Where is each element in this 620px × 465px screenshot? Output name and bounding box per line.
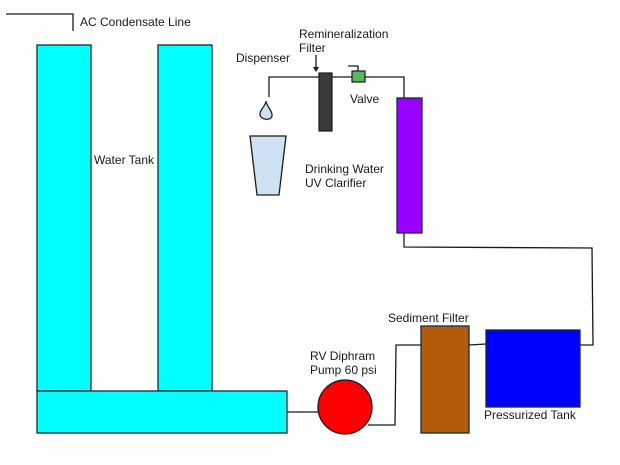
water-tank-base (36, 390, 288, 434)
pipe-uv-to-dispenser (268, 76, 405, 98)
pump-icon (317, 379, 373, 435)
uv-clarifier-label-line2: UV Clarifier (305, 176, 366, 190)
pressurized-tank-label: Pressurized Tank (484, 408, 577, 422)
water-tank-label: Water Tank (94, 153, 155, 167)
water-drop-icon (259, 100, 273, 120)
water-tank-right-column (157, 44, 213, 392)
remineralization-label-line1: Remineralization (299, 27, 388, 41)
valve-label: Valve (350, 92, 379, 106)
drinking-cup-icon (249, 135, 287, 196)
arrowhead-icon (313, 67, 319, 72)
water-tank-left-column (36, 44, 92, 392)
uv-clarifier (396, 97, 423, 234)
uv-clarifier-label-line1: Drinking Water (305, 162, 384, 176)
dispenser-label: Dispenser (236, 51, 290, 65)
remineralization-filter (318, 72, 333, 132)
pump-label-line1: RV Diphram (310, 349, 375, 363)
ac-condensate-label: AC Condensate Line (80, 15, 191, 29)
pipe-tank-to-uv (403, 233, 594, 346)
pipe-sediment-to-tank (468, 343, 487, 346)
remineralization-label-line2: Filter (299, 41, 326, 55)
ac-condensate-pipe (6, 13, 74, 31)
pump-label-line2: Pump 60 psi (310, 363, 377, 377)
sediment-filter (420, 325, 470, 434)
pressurized-tank (485, 329, 581, 408)
sediment-filter-label: Sediment Filter (388, 311, 469, 325)
valve-icon (351, 70, 366, 83)
valve-handle-icon (348, 65, 359, 72)
pipe-pump-to-sediment (368, 344, 421, 426)
